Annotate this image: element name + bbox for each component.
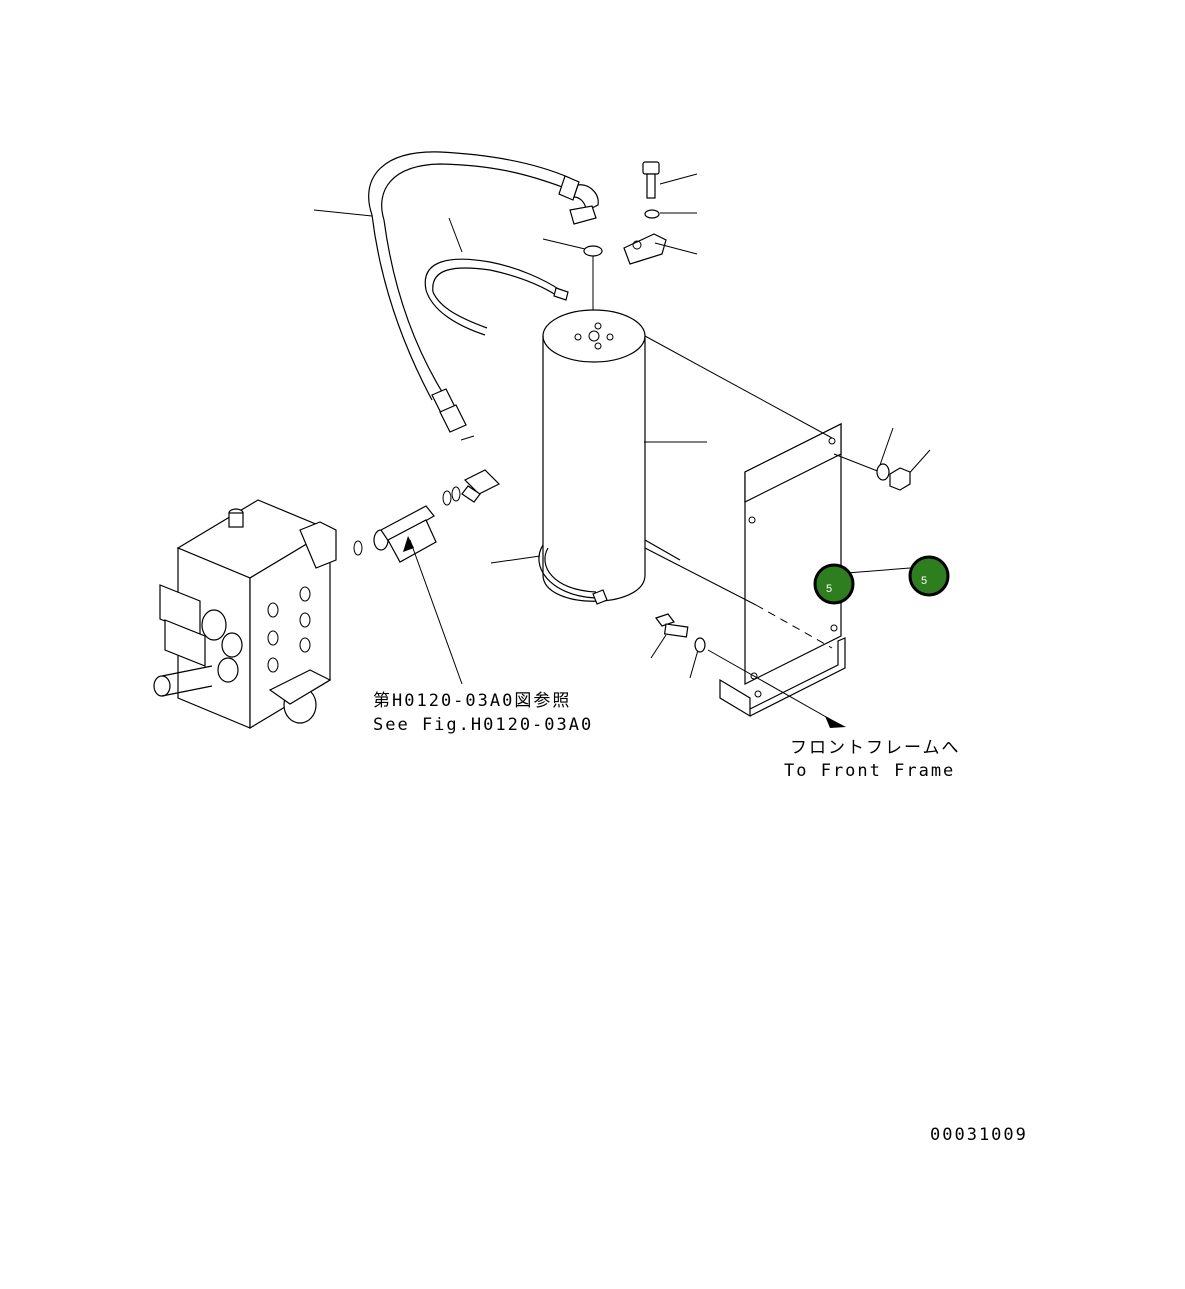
- callout-badge-1[interactable]: 5: [813, 563, 855, 605]
- tube: [424, 258, 569, 336]
- callout-badge-2[interactable]: 5: [908, 555, 950, 597]
- leader-lines: [313, 173, 931, 679]
- valve-block: [153, 499, 337, 730]
- callout-badge-2-label: 5: [921, 575, 927, 587]
- callout-badge-1-label: 5: [826, 583, 832, 595]
- reference-arrow: [409, 539, 463, 685]
- dest-label-en: To Front Frame: [784, 761, 955, 781]
- dest-label-jp: フロントフレームへ: [790, 738, 961, 758]
- tank-cylinder: [538, 309, 681, 605]
- hose: [368, 151, 599, 433]
- ref-label-en: See Fig.H0120-03A0: [373, 715, 593, 735]
- bracket: [644, 335, 911, 728]
- ref-label-jp: 第H0120-03A0図参照: [373, 691, 571, 711]
- callout-badge-2-circle[interactable]: [908, 555, 950, 597]
- callout-badge-1-circle[interactable]: [813, 563, 855, 605]
- top-fasteners: [583, 161, 667, 265]
- fitting-assembly: [353, 435, 501, 563]
- drawing-number: 00031009: [930, 1125, 1028, 1145]
